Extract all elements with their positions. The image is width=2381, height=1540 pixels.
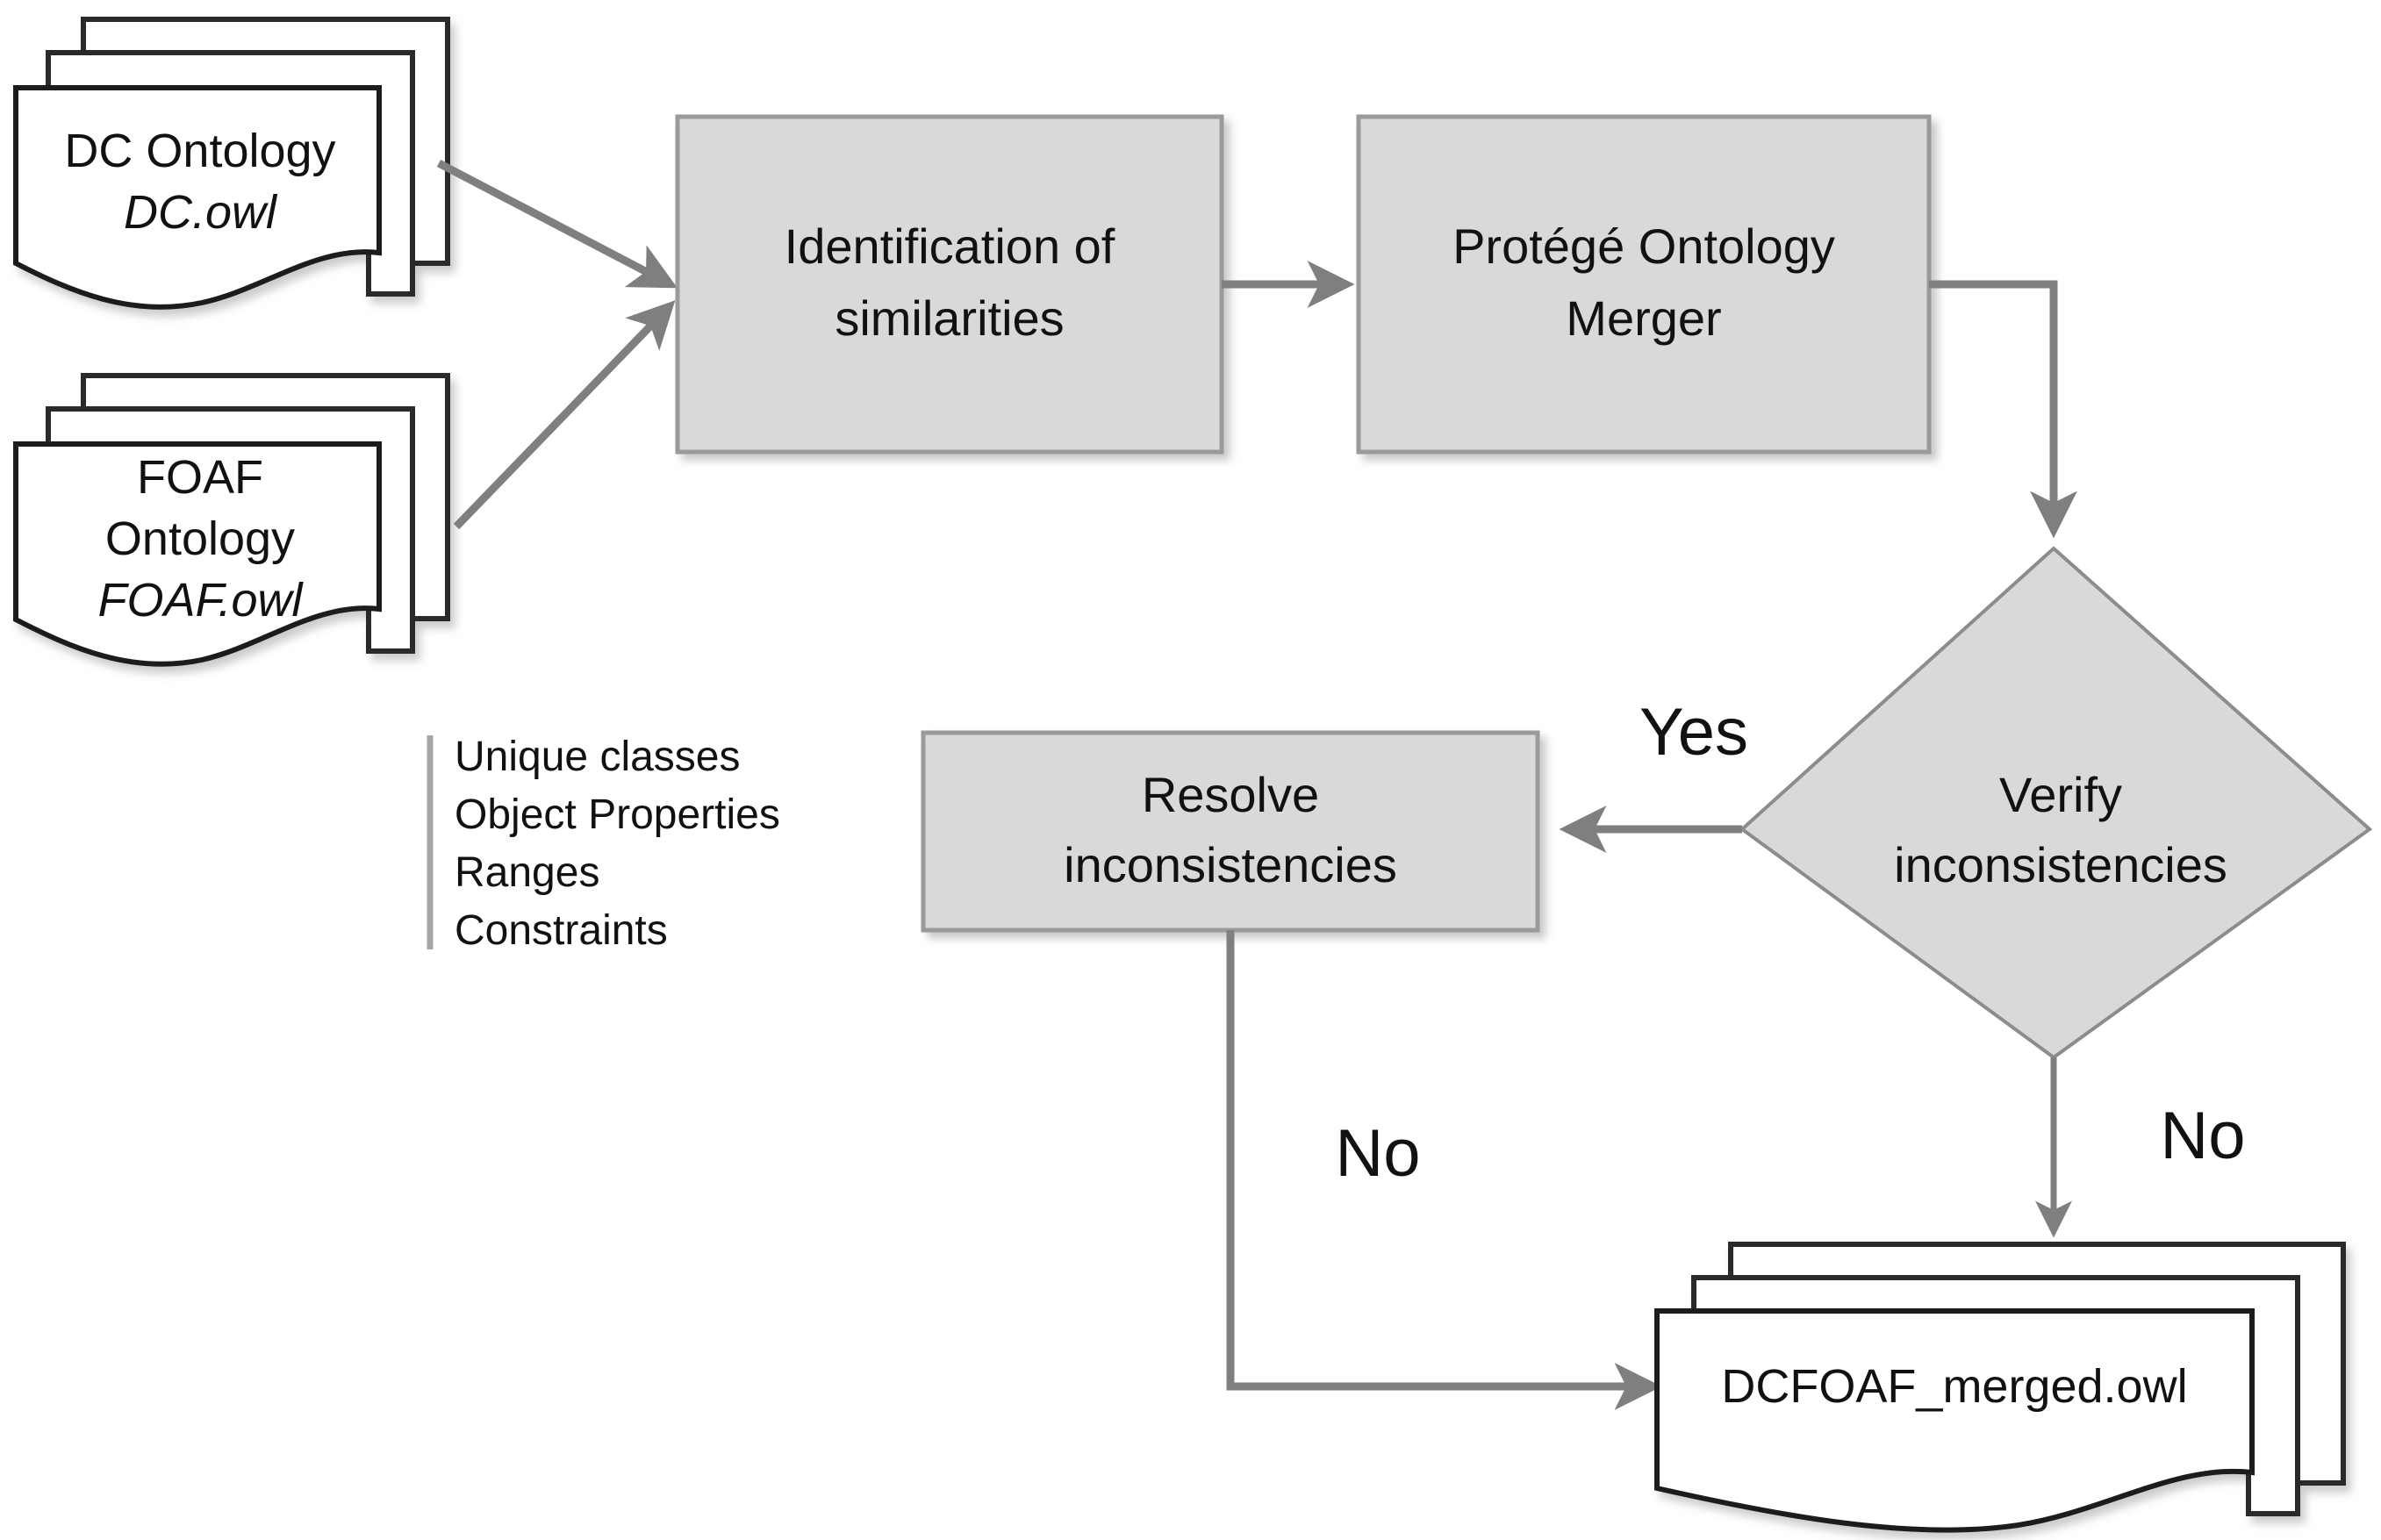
dc-ontology-label: DC Ontology [64, 125, 335, 177]
identification-label-line2: similarities [835, 290, 1064, 346]
branch-label-yes: Yes [1639, 695, 1748, 770]
branch-label-no-left: No [1335, 1116, 1420, 1191]
resolve-label-line1: Resolve [1142, 767, 1319, 822]
process-identification[interactable] [675, 114, 1224, 455]
identification-box [675, 114, 1224, 455]
merger-box [1356, 114, 1932, 455]
arrow-dc-to-identification [436, 160, 678, 289]
resolve-box [921, 730, 1540, 933]
dc-ontology-file: DC.owl [124, 186, 278, 239]
merger-label-line1: Protégé Ontology [1452, 218, 1835, 274]
foaf-document-sheet-front [13, 441, 382, 667]
output-merged-document[interactable] [1654, 1242, 2346, 1533]
merger-label-line2: Merger [1566, 290, 1721, 346]
foaf-ontology-label-line1: FOAF [137, 451, 263, 504]
identification-label-line1: Identification of [785, 218, 1115, 274]
process-merger[interactable] [1356, 114, 1932, 455]
annotation-item-3: Constraints [455, 907, 668, 954]
process-resolve[interactable] [921, 730, 1540, 933]
input-dc-ontology[interactable] [13, 17, 450, 310]
branch-label-no-right: No [2160, 1099, 2245, 1173]
foaf-ontology-file: FOAF.owl [97, 574, 304, 627]
resolve-label-line2: inconsistencies [1064, 837, 1397, 892]
annotation-item-1: Object Properties [455, 791, 780, 838]
output-document-label: DCFOAF_merged.owl [1721, 1360, 2187, 1413]
arrow-merger-to-verify [1929, 280, 2077, 539]
annotation-item-0: Unique classes [455, 734, 741, 780]
arrow-foaf-to-identification [453, 300, 676, 530]
output-document-sheet-front [1654, 1308, 2255, 1533]
annotation-item-2: Ranges [455, 849, 599, 896]
arrow-resolve-no-to-output [1226, 930, 1662, 1410]
input-foaf-ontology[interactable] [13, 373, 450, 667]
verify-label-line1: Verify [1999, 767, 2122, 822]
foaf-ontology-label-line2: Ontology [105, 512, 295, 565]
dc-document-sheet-front [13, 85, 382, 310]
verify-label-line2: inconsistencies [1894, 837, 2227, 892]
